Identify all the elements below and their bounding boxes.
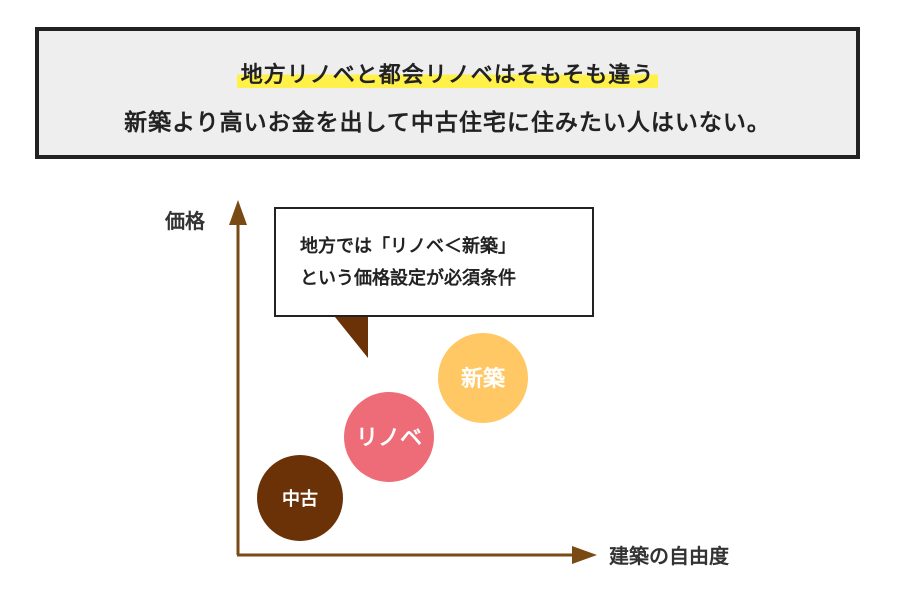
node-shinchiku-circle — [438, 333, 528, 423]
y-axis-arrowhead — [229, 200, 247, 225]
header-subline: 新築より高いお金を出して中古住宅に住みたい人はいない。 — [124, 110, 771, 136]
node-chuko-label: 中古 — [282, 488, 318, 510]
node-shinchiku: 新築 — [438, 333, 528, 423]
x-axis-arrowhead — [572, 546, 597, 564]
header-headline: 地方リノベと都会リノベはそもそも違う — [39, 57, 856, 89]
callout-line1: 地方では「リノベ＜新築」 — [300, 235, 516, 257]
node-shinchiku-label: 新築 — [461, 366, 506, 392]
callout-pointer — [335, 317, 368, 358]
node-renovation: リノベ — [344, 392, 434, 482]
node-renovation-circle — [344, 392, 434, 482]
callout-line2: という価格設定が必須条件 — [300, 267, 516, 289]
callout-box — [274, 207, 594, 317]
y-axis-label: 価格 — [164, 209, 206, 233]
x-axis-label: 建築の自由度 — [609, 544, 730, 568]
header-headline-text: 地方リノベと都会リノベはそもそも違う — [236, 63, 659, 88]
node-chuko: 中古 — [257, 455, 343, 541]
node-renovation-label: リノベ — [356, 426, 422, 451]
node-chuko-circle — [257, 455, 343, 541]
header-box: 地方リノベと都会リノベはそもそも違う 新築より高いお金を出して中古住宅に住みたい… — [35, 27, 860, 159]
